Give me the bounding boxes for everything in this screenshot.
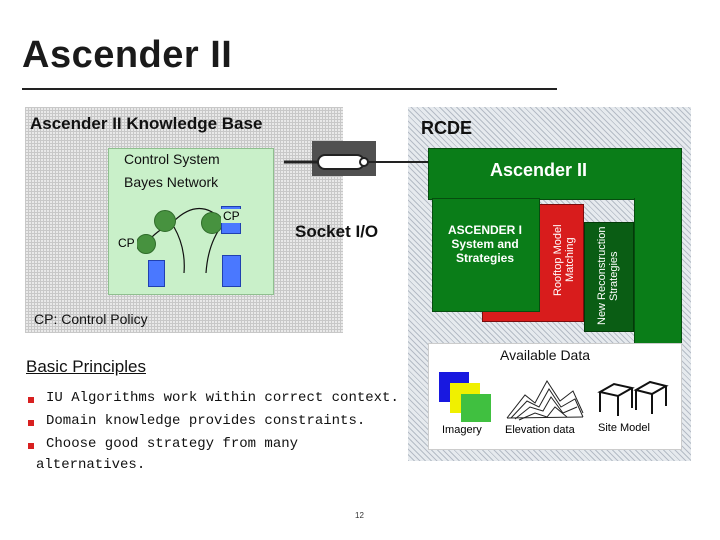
rooftop-label: Rooftop Model Matching bbox=[552, 224, 576, 296]
ascender-i-label: ASCENDER I System and Strategies bbox=[447, 223, 522, 265]
principles-heading: Basic Principles bbox=[26, 357, 146, 376]
principle-item: IU Algorithms work within correct contex… bbox=[46, 390, 399, 406]
bn-node bbox=[201, 212, 223, 234]
bn-node bbox=[154, 210, 176, 232]
elevation-icon bbox=[506, 380, 584, 421]
site-model-icon bbox=[597, 380, 669, 416]
bayes-network-box bbox=[108, 148, 274, 295]
principle-item: Choose good strategy from many bbox=[46, 436, 299, 452]
cp-label-top: CP bbox=[221, 209, 242, 223]
kb-heading: Ascender II Knowledge Base bbox=[30, 114, 263, 133]
cp-legend: CP: Control Policy bbox=[34, 311, 148, 327]
cp-node bbox=[222, 255, 241, 287]
available-data-label: Available Data bbox=[500, 347, 591, 363]
imagery-icon bbox=[461, 394, 491, 422]
bn-node bbox=[136, 234, 156, 254]
cp-label-left: CP bbox=[116, 236, 137, 250]
cp-node bbox=[148, 260, 165, 287]
reconstruction-box bbox=[584, 222, 634, 332]
ascender-ii-label: Ascender II bbox=[490, 160, 588, 180]
control-system-label: Control System bbox=[124, 151, 220, 167]
rcde-heading: RCDE bbox=[421, 118, 473, 138]
page-title: Ascender II bbox=[22, 34, 233, 76]
bn-edge bbox=[173, 226, 185, 274]
principle-item: Domain knowledge provides constraints. bbox=[46, 413, 366, 429]
bullet-icon bbox=[28, 443, 34, 449]
title-rule bbox=[22, 88, 557, 90]
ascender-ii-bar bbox=[428, 148, 682, 200]
imagery-label: Imagery bbox=[442, 424, 482, 436]
bullet-icon bbox=[28, 420, 34, 426]
elevation-label: Elevation data bbox=[505, 424, 575, 436]
ascender-i-box bbox=[432, 198, 540, 312]
ascender-ii-column bbox=[634, 198, 682, 344]
site-model-label: Site Model bbox=[598, 422, 650, 434]
bayes-network-graph bbox=[147, 207, 224, 274]
bullet-icon bbox=[28, 397, 34, 403]
socket-io-label: Socket I/O bbox=[295, 222, 379, 241]
reconstruction-label: New Reconstruction Strategies bbox=[596, 226, 620, 326]
principle-continuation: alternatives. bbox=[36, 457, 146, 473]
page-number: 12 bbox=[355, 511, 364, 520]
socket-connector bbox=[284, 154, 430, 170]
bayes-network-label: Bayes Network bbox=[124, 174, 219, 190]
